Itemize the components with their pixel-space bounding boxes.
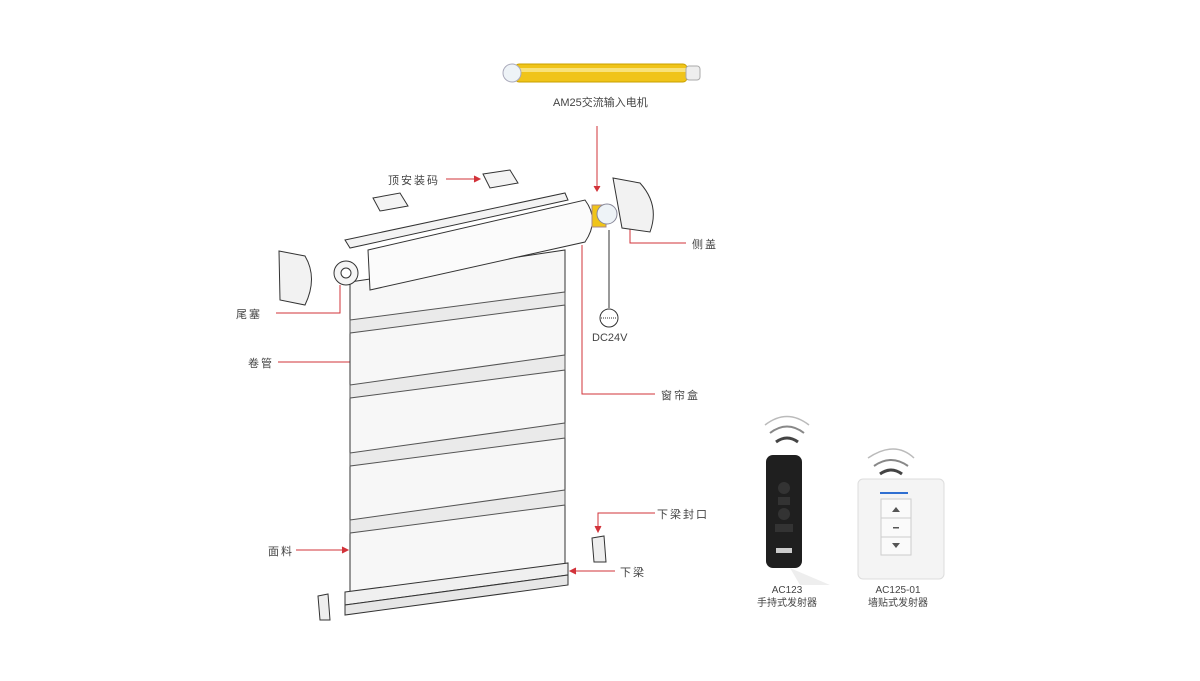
motor-image [502, 63, 701, 83]
end-cap-image [278, 250, 312, 306]
remote-model: AC125-01 [875, 585, 921, 596]
bottom-clip-image [317, 593, 331, 621]
remote-name: 墙贴式发射器 [868, 598, 928, 609]
wall-switch-image [857, 448, 945, 580]
label-roller-tube: 卷管 [248, 358, 274, 370]
label-top-bracket: 顶安装码 [388, 175, 440, 187]
fabric-image [344, 249, 569, 616]
remote-name: 手持式发射器 [757, 598, 817, 609]
label-side-cover: 侧盖 [692, 239, 718, 251]
label-end-plug: 尾塞 [236, 309, 262, 321]
label-motor: AM25交流输入电机 [553, 97, 648, 109]
side-cover-image [612, 177, 654, 233]
remote-model: AC123 [771, 585, 803, 596]
label-bottom-rail-cap: 下梁封口 [657, 509, 709, 521]
cassette-image [333, 192, 618, 291]
remote-caption-handheld: AC123 手持式发射器 [737, 584, 837, 610]
bottom-rail-cap-image [591, 535, 607, 563]
top-bracket-images [372, 169, 519, 212]
label-fabric: 面料 [268, 546, 294, 558]
handheld-remote-image [764, 415, 830, 585]
label-cassette: 窗帘盒 [661, 390, 700, 402]
remote-caption-wall: AC125-01 墙贴式发射器 [848, 584, 948, 610]
label-power: DC24V [592, 332, 628, 344]
label-bottom-rail: 下梁 [620, 567, 646, 579]
